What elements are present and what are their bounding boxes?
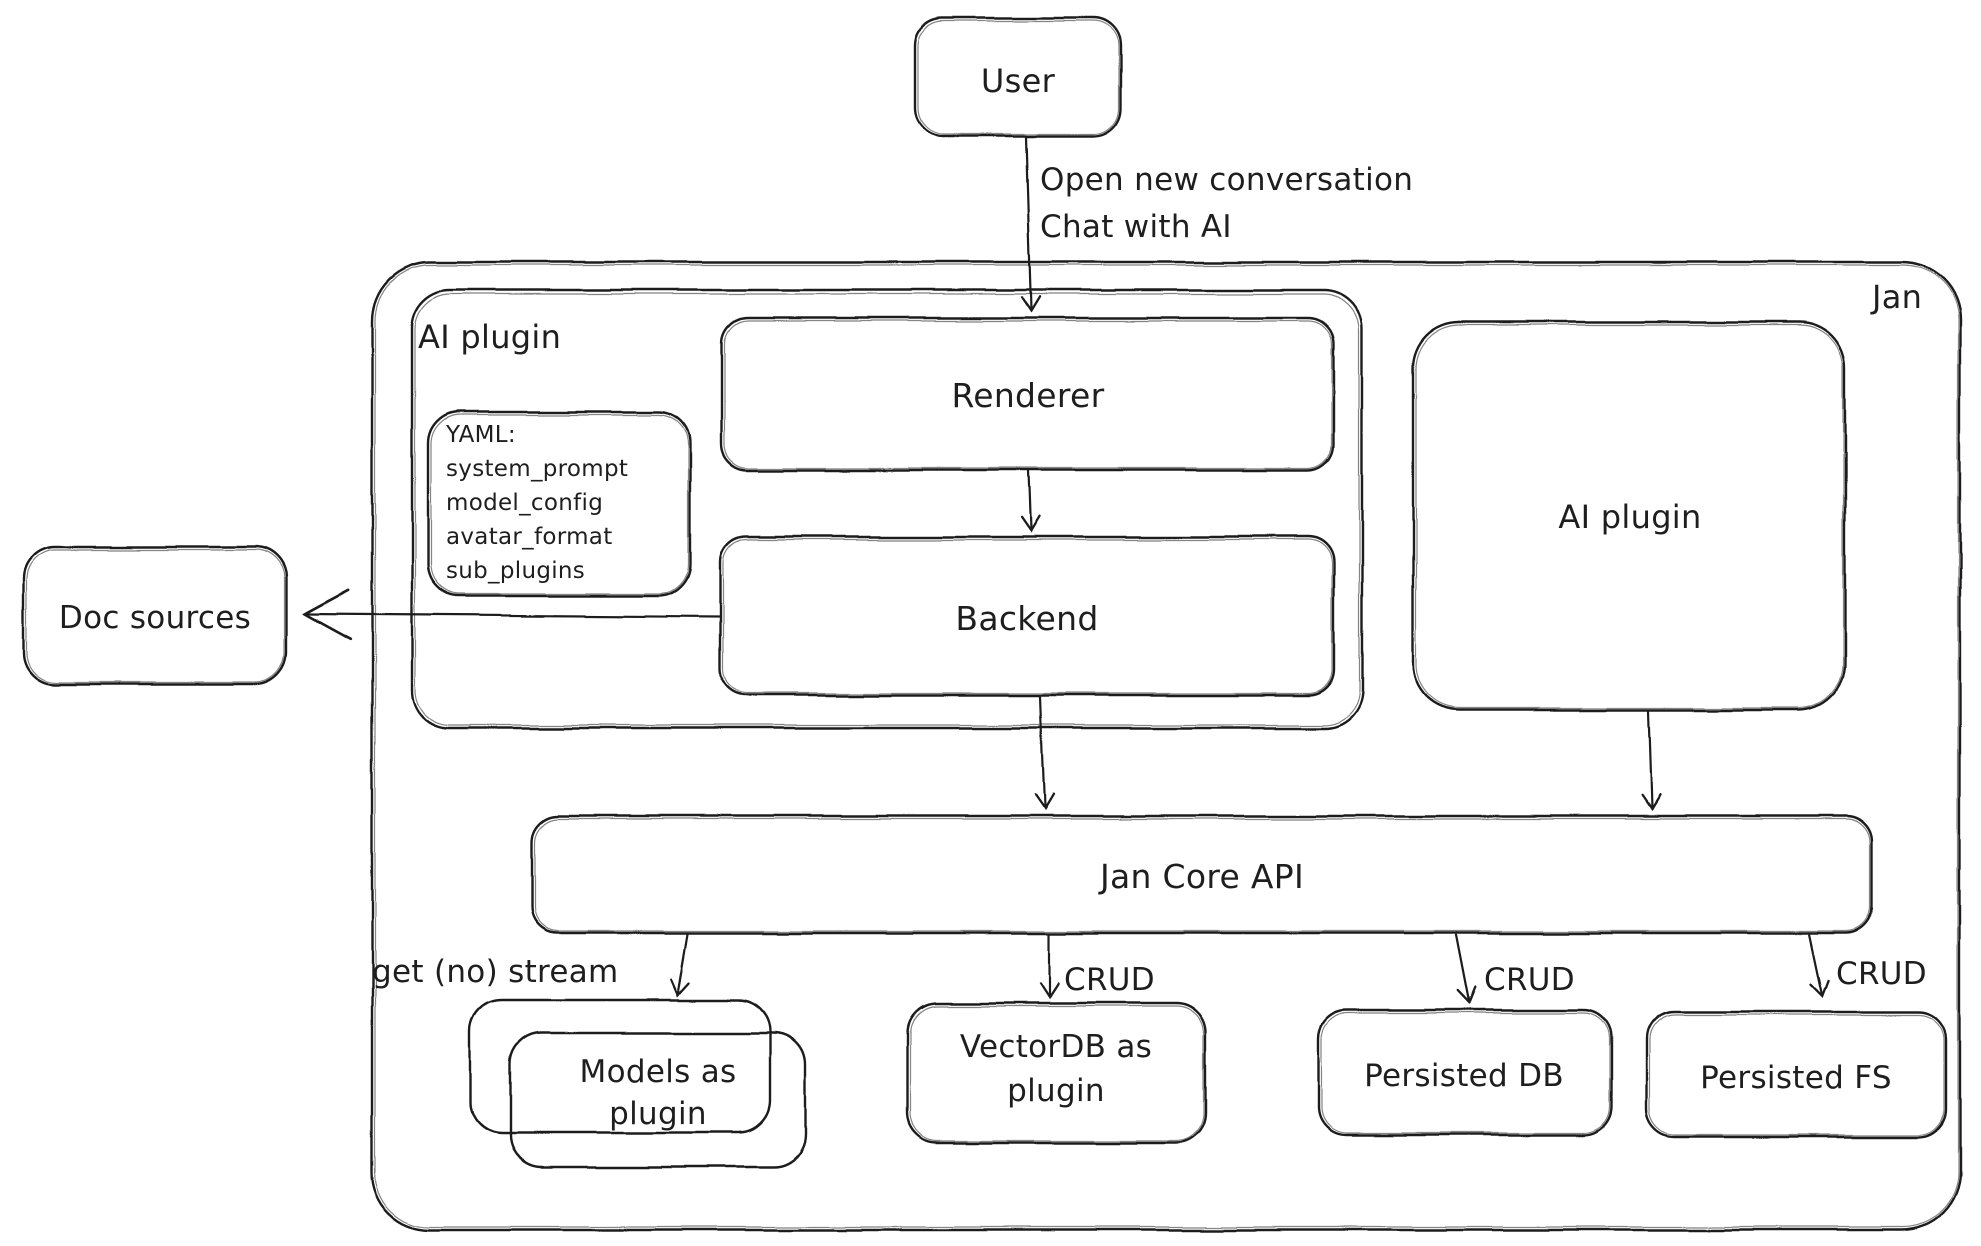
yaml-note-item-sub-plugins: sub_plugins (446, 558, 585, 584)
jan-core-api-box-sketch (534, 818, 1871, 932)
edge-label-crud-vectordb: CRUD (1064, 962, 1155, 998)
renderer-box (720, 316, 1336, 472)
user-label: User (981, 62, 1056, 100)
arrow-user-to-renderer (1026, 135, 1031, 310)
yaml-note-item-model-config: model_config (446, 490, 603, 516)
ai-plugin-right-box-sketch (1415, 324, 1844, 709)
jan-core-api-label: Jan Core API (1098, 857, 1304, 896)
arrow-backend-to-doc-sources (305, 614, 722, 617)
vectordb-as-plugin-label: VectorDB as plugin (960, 1029, 1152, 1109)
models-label-line1: Models as (580, 1054, 737, 1090)
renderer-label: Renderer (951, 376, 1104, 415)
ai-plugin-group-box-sketch (414, 293, 1360, 726)
ai-plugin-group-label: AI plugin (418, 318, 561, 356)
arrow-renderer-to-backend (1029, 469, 1031, 530)
backend-box-sketch (722, 539, 1333, 694)
persisted-fs-label: Persisted FS (1700, 1060, 1892, 1096)
jan-core-api-box (530, 814, 1874, 935)
persisted-fs-box-sketch (1648, 1014, 1945, 1136)
jan-container-box-sketch (374, 264, 1959, 1228)
arrow-core-to-models (678, 932, 688, 994)
yaml-note-title: YAML: (445, 422, 516, 448)
yaml-note-box (426, 410, 692, 598)
models-label-line2: plugin (609, 1096, 707, 1132)
edge-label-open-conversation: Open new conversation (1040, 162, 1413, 198)
ai-plugin-right-box (1411, 320, 1847, 712)
models-front-box (508, 1031, 807, 1169)
jan-container-label: Jan (1870, 278, 1922, 316)
yaml-note-text: YAML: system_prompt model_config avatar_… (445, 422, 628, 584)
ai-plugin-group-box (410, 288, 1364, 730)
models-back-box (468, 998, 772, 1135)
edge-label-crud-persisted-fs: CRUD (1836, 956, 1927, 992)
vectordb-label-line1: VectorDB as (960, 1029, 1152, 1065)
vectordb-label-line2: plugin (1007, 1073, 1105, 1109)
backend-label: Backend (955, 599, 1098, 638)
yaml-note-box-sketch (430, 414, 689, 595)
persisted-fs-box (1644, 1010, 1948, 1139)
doc-sources-box (22, 545, 288, 686)
doc-sources-label: Doc sources (59, 600, 251, 636)
persisted-db-label: Persisted DB (1364, 1058, 1564, 1094)
yaml-note-item-system-prompt: system_prompt (446, 456, 628, 482)
doc-sources-box-sketch (26, 549, 285, 683)
yaml-note-item-avatar-format: avatar_format (446, 524, 613, 550)
renderer-box-sketch (724, 320, 1333, 469)
arrow-backend-to-core (1040, 694, 1044, 808)
edge-label-get-no-stream: get (no) stream (372, 954, 619, 990)
jan-container-box (370, 260, 1962, 1232)
models-as-plugin-label: Models as plugin (580, 1054, 737, 1132)
persisted-db-box-sketch (1320, 1012, 1610, 1134)
persisted-db-box (1316, 1008, 1613, 1137)
vectordb-box-sketch (909, 1005, 1205, 1142)
arrow-core-to-persisted-fs (1807, 932, 1822, 995)
arrow-aiplugin-to-core (1649, 709, 1652, 808)
vectordb-box (905, 1001, 1208, 1145)
ai-plugin-right-label: AI plugin (1558, 498, 1701, 536)
edge-label-chat-with-ai: Chat with AI (1040, 209, 1232, 245)
user-box-sketch (917, 20, 1120, 135)
edge-label-crud-persisted-db: CRUD (1484, 962, 1575, 998)
user-box (913, 16, 1123, 138)
arrow-core-to-persisted-db (1454, 933, 1469, 1002)
